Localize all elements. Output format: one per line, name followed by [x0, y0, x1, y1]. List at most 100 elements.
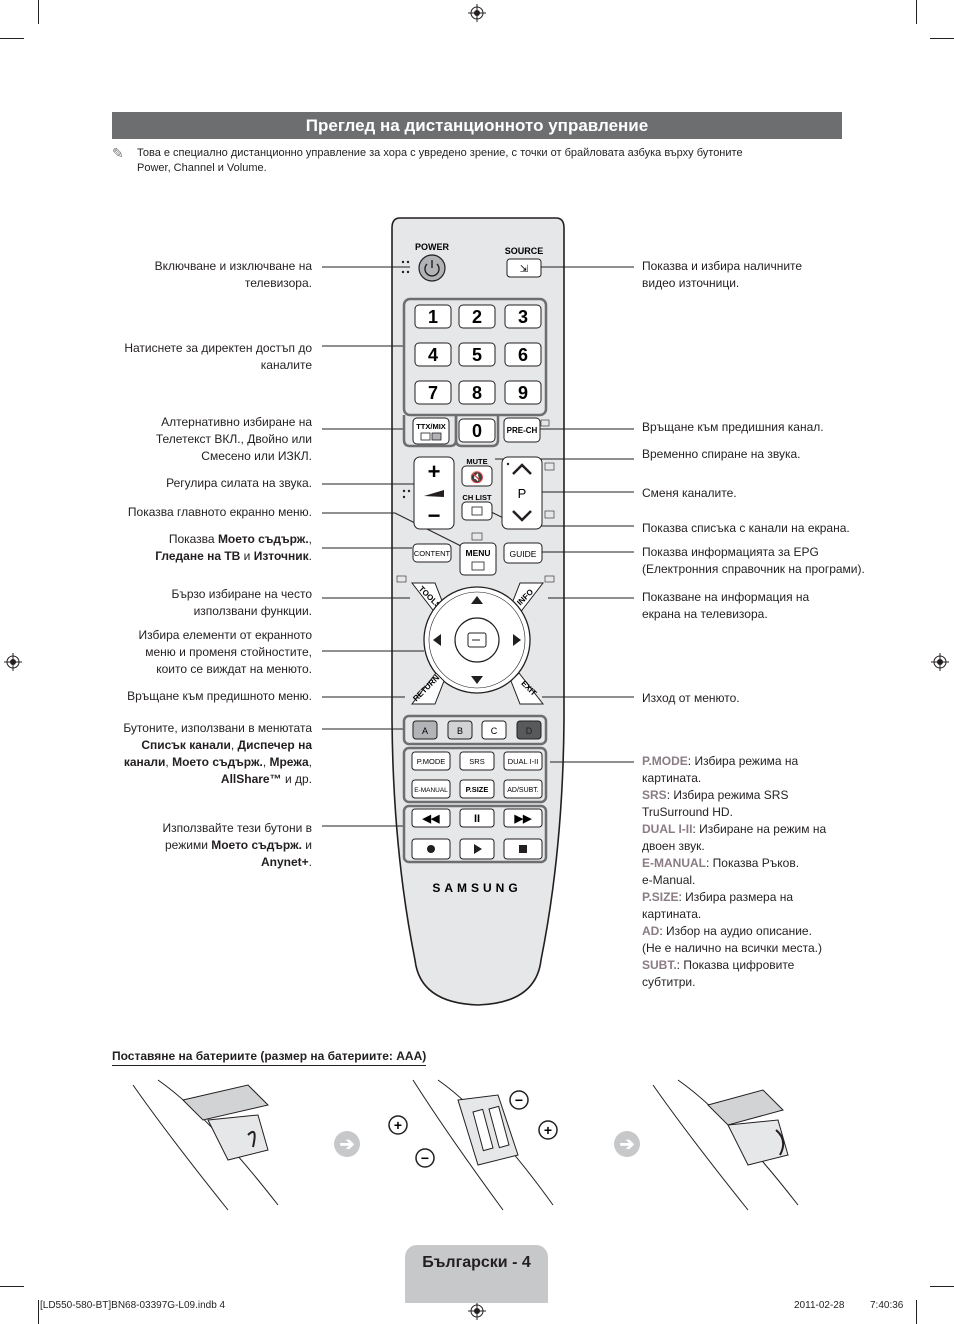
- remote-illustration: POWER SOURCE ⇲ 1 2 3 4 5 6 7 8 9 0 TTX/M…: [322, 217, 634, 1006]
- down-arrow-icon: [471, 676, 483, 684]
- registration-mark-icon: [468, 1302, 486, 1320]
- pause-icon: II: [474, 813, 480, 825]
- color-c-button: [481, 720, 507, 740]
- srs-text: SRS: [469, 757, 484, 766]
- input-icon: ⇲: [520, 264, 528, 275]
- label-menu: Показва главното екранно меню.: [127, 505, 312, 519]
- pencil-note-icon: ✎: [112, 145, 124, 161]
- label-channel: Сменя каналите.: [642, 486, 737, 500]
- registration-mark-icon: [931, 653, 949, 671]
- channel-p-text: P: [518, 486, 527, 501]
- crop-mark: [0, 38, 24, 39]
- dual-button: [503, 751, 543, 771]
- p-size-button: [459, 779, 495, 799]
- label-mute: Временно спиране на звука.: [642, 447, 801, 461]
- guide-button: [503, 542, 543, 564]
- power-text: POWER: [415, 242, 450, 252]
- adsubt-text: AD/SUBT.: [507, 787, 539, 794]
- digit-3-text: 3: [518, 307, 528, 327]
- crop-mark: [916, 0, 917, 24]
- digit-0-button: [458, 418, 496, 443]
- color-a-button: [412, 720, 438, 740]
- color-d-text: D: [526, 726, 533, 736]
- media-keys-frame: [402, 804, 548, 864]
- guide-text: GUIDE: [510, 549, 537, 559]
- digit-8-text: 8: [472, 383, 482, 403]
- power-icon: [424, 263, 440, 277]
- mute-icon: 🔇: [470, 471, 484, 484]
- right-arrow-icon: [513, 634, 521, 646]
- note-line-1: Това е специално дистанционно управление…: [137, 147, 743, 159]
- label-chlist: Показва списъка с канали на екрана.: [642, 521, 850, 535]
- up-arrow-icon: [471, 596, 483, 604]
- svg-text:−: −: [428, 503, 441, 528]
- section-title: Преглед на дистанционното управление: [112, 112, 842, 139]
- record-icon: [427, 845, 435, 853]
- note-block: ✎ Това е специално дистанционно управлен…: [112, 146, 832, 176]
- color-c-text: C: [491, 726, 498, 736]
- pre-ch-button: [503, 417, 541, 443]
- content-text: CONTENT: [414, 549, 451, 558]
- emanual-text: E-MANUAL: [414, 787, 448, 794]
- crop-mark: [38, 0, 39, 24]
- fast-forward-icon: ▶▶: [514, 813, 532, 825]
- number-pad-frame: [402, 297, 548, 417]
- footer-date: 2011-02-28: [794, 1300, 845, 1311]
- svg-text:+: +: [544, 1122, 552, 1138]
- pmode-text: P.MODE: [417, 757, 446, 766]
- crop-mark: [38, 1300, 39, 1324]
- svg-text:+: +: [394, 1117, 402, 1133]
- color-b-button: [447, 720, 473, 740]
- label-function-keys: P.MODE: Избира режима на картината. SRS:…: [642, 754, 827, 989]
- digit-7-text: 7: [428, 383, 438, 403]
- right-arrow-icon: ➔: [614, 1131, 640, 1157]
- ch-list-button: [461, 501, 493, 521]
- right-arrow-icon: ➔: [334, 1131, 360, 1157]
- battery-step-2-illustration: + − − +: [388, 1079, 558, 1211]
- play-icon: [474, 844, 482, 854]
- dual-text: DUAL I-II: [508, 757, 539, 766]
- digit-2-button: [458, 304, 496, 329]
- digit-5-button: [458, 342, 496, 367]
- svg-text:−: −: [515, 1092, 523, 1108]
- registration-mark-icon: [468, 4, 486, 22]
- digit-9-text: 9: [518, 383, 528, 403]
- e-manual-button: [411, 779, 451, 799]
- page-number-tab: Български - 4: [405, 1245, 548, 1303]
- label-prech: Връщане към предишния канал.: [642, 420, 824, 434]
- ttx-text: TTX/MIX: [416, 422, 446, 431]
- digit-6-text: 6: [518, 345, 528, 365]
- channel-rocker: [501, 456, 543, 530]
- chlist-text: CH LIST: [462, 493, 492, 502]
- volume-icon: [424, 490, 444, 497]
- color-a-text: A: [422, 726, 428, 736]
- source-text: SOURCE: [505, 246, 544, 256]
- battery-step-3-illustration: [652, 1079, 799, 1211]
- digit-5-text: 5: [472, 345, 482, 365]
- color-b-text: B: [457, 726, 463, 736]
- digit-4-text: 4: [428, 345, 438, 365]
- menu-button: [459, 542, 497, 576]
- stop-icon: [519, 845, 527, 853]
- footer-file: [LD550-580-BT]BN68-03397G-L09.indb 4: [40, 1300, 226, 1311]
- prech-text: PRE-CH: [507, 426, 538, 435]
- ad-subt-button: [503, 779, 543, 799]
- digit-1-button: [414, 304, 452, 329]
- svg-text:+: +: [428, 459, 441, 484]
- label-return: Връщане към предишното меню.: [127, 689, 312, 703]
- digit-8-button: [458, 380, 496, 405]
- note-line-2: Power, Channel и Volume.: [137, 162, 267, 174]
- p-mode-button: [411, 751, 451, 771]
- crop-mark: [0, 1286, 24, 1287]
- psize-text: P.SIZE: [466, 785, 489, 794]
- label-exit: Изход от менюто.: [642, 691, 740, 705]
- source-button: [506, 258, 542, 278]
- exit-button: [510, 672, 545, 705]
- left-arrow-icon: [433, 634, 441, 646]
- label-content: Показва Моето съдърж.,Гледане на ТВ и Из…: [155, 532, 312, 563]
- digit-4-button: [414, 342, 452, 367]
